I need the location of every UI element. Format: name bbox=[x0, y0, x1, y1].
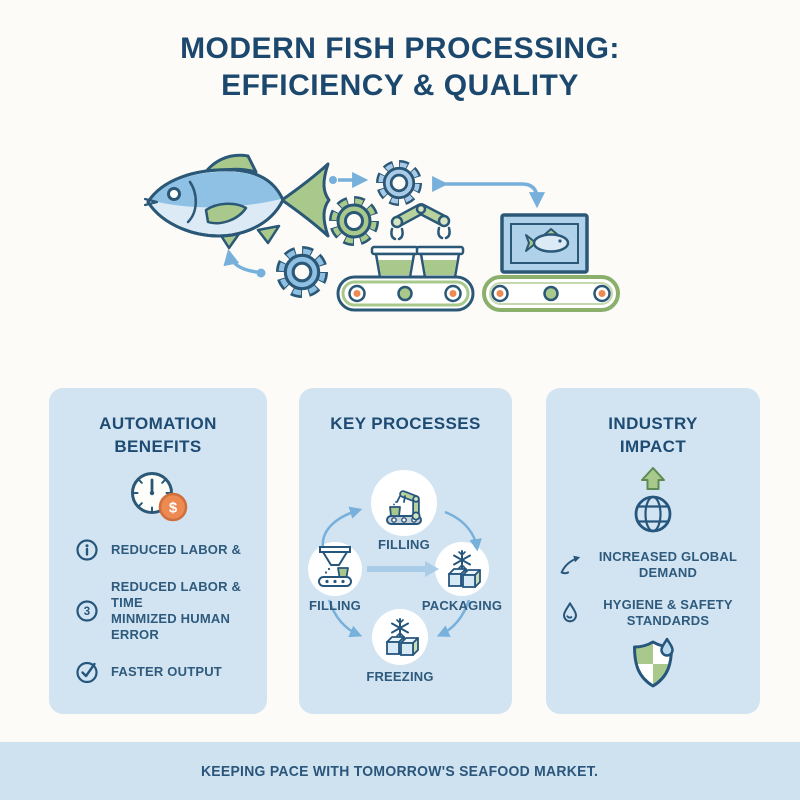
list-item-label: REDUCED LABOR & bbox=[111, 542, 242, 557]
gear-icon-top bbox=[381, 165, 418, 202]
card-industry-impact: INDUSTRY IMPACT INCREASED GLOBAL DEMA bbox=[546, 388, 760, 714]
three-circle-icon: 3 bbox=[76, 600, 98, 622]
packaged-fish-icon bbox=[500, 213, 589, 274]
flow-arrow-fish-to-bottom-gear bbox=[223, 248, 266, 278]
filling-cup-icon bbox=[370, 245, 420, 279]
list-item-label: REDUCED LABOR & TIME MINMIZED HUMAN ERRO… bbox=[111, 579, 242, 642]
globe-growth-icon bbox=[634, 467, 672, 533]
process-illustration bbox=[143, 153, 620, 312]
cycle-arrow bbox=[321, 506, 363, 549]
svg-text:3: 3 bbox=[84, 606, 90, 618]
flow-arrow-gear-to-package bbox=[432, 175, 546, 209]
list-item: 3 REDUCED LABOR & TIME MINMIZED HUMAN ER… bbox=[75, 579, 251, 643]
step-label: FILLING bbox=[309, 598, 361, 613]
check-circle-icon bbox=[76, 661, 98, 684]
list-item: REDUCED LABOR & bbox=[75, 537, 251, 563]
footer-tagline: KEEPING PACE WITH TOMORROW'S SEAFOOD MAR… bbox=[201, 762, 599, 780]
svg-text:$: $ bbox=[169, 500, 178, 517]
process-cycle-diagram: FILLING FILLING PACKAGING FREEZING bbox=[308, 470, 502, 684]
list-item-label: INCREASED GLOBAL DEMAND bbox=[598, 549, 738, 580]
card-title: INDUSTRY IMPACT bbox=[608, 414, 698, 456]
info-circle-icon bbox=[76, 539, 98, 561]
robotic-arm-icon bbox=[386, 490, 422, 525]
cycle-arrow-thick bbox=[367, 561, 439, 577]
cycle-arrow bbox=[327, 599, 363, 638]
flow-arrow-fish-to-gear bbox=[329, 171, 369, 189]
gear-icon-middle bbox=[334, 201, 374, 241]
card-title: AUTOMATION BENEFITS bbox=[99, 414, 217, 456]
list-item: INCREASED GLOBAL DEMAND bbox=[558, 549, 748, 581]
step-label: FREEZING bbox=[366, 669, 433, 684]
card-automation-benefits: AUTOMATION BENEFITS $ bbox=[49, 388, 267, 714]
cards-row: AUTOMATION BENEFITS $ bbox=[0, 388, 800, 714]
shield-drop-icon bbox=[633, 637, 674, 688]
list-item-label: HYGIENE & SAFETY STANDARDS bbox=[603, 597, 733, 628]
step-label: PACKAGING bbox=[422, 598, 502, 613]
conveyor-belt-icon bbox=[336, 275, 475, 312]
fish-icon bbox=[143, 153, 331, 250]
water-drop-icon bbox=[562, 602, 578, 623]
footer-banner: KEEPING PACE WITH TOMORROW'S SEAFOOD MAR… bbox=[0, 742, 800, 800]
list-item: HYGIENE & SAFETY STANDARDS bbox=[558, 597, 748, 629]
robotic-arm-icon bbox=[390, 203, 451, 241]
cycle-arrow bbox=[444, 510, 482, 552]
conveyor-belt-icon bbox=[482, 275, 620, 312]
page-title: MODERN FISH PROCESSING: EFFICIENCY & QUA… bbox=[180, 32, 620, 102]
filling-cup-icon bbox=[415, 245, 465, 279]
list-item-label: FASTER OUTPUT bbox=[111, 664, 222, 679]
list-item: FASTER OUTPUT bbox=[75, 659, 251, 685]
cycle-arrow bbox=[436, 599, 471, 637]
trend-up-icon bbox=[560, 555, 581, 575]
hopper-filler-icon bbox=[318, 546, 352, 587]
step-label: FILLING bbox=[378, 537, 430, 552]
benefits-list: REDUCED LABOR & 3 REDUCED LABOR & TIME M… bbox=[65, 537, 251, 685]
card-title: KEY PROCESSES bbox=[330, 414, 481, 433]
card-key-processes: KEY PROCESSES bbox=[299, 388, 512, 714]
impact-list: INCREASED GLOBAL DEMAND HYGIENE & SAFETY… bbox=[558, 549, 748, 629]
gear-icon-bottom bbox=[281, 251, 323, 293]
clock-dollar-icon: $ bbox=[131, 472, 188, 522]
